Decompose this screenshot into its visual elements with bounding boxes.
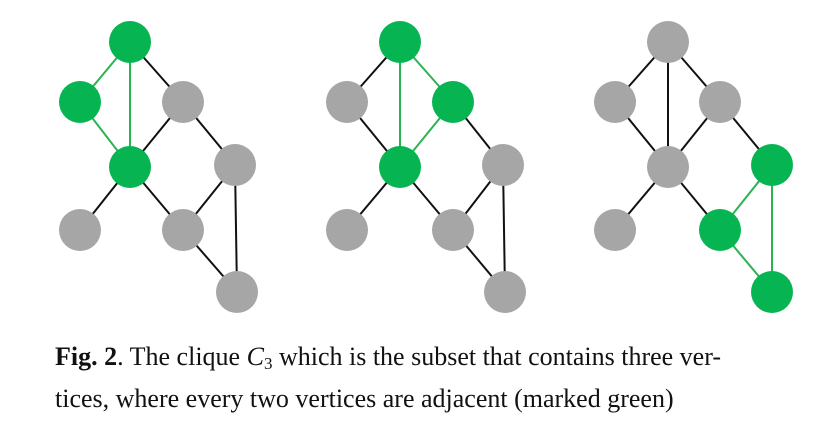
node-e-clique — [751, 144, 793, 186]
node-e — [482, 144, 524, 186]
node-a-clique — [379, 21, 421, 63]
node-a — [647, 21, 689, 63]
node-h-clique — [751, 271, 793, 313]
clique-graphs — [59, 21, 793, 313]
caption-figure-label: Fig. 2 — [55, 342, 118, 371]
caption-text-before: . The clique — [117, 342, 247, 371]
node-f — [594, 209, 636, 251]
node-d-clique — [379, 146, 421, 188]
caption-text-line1-end: which is the subset that contains three … — [272, 342, 722, 371]
node-d-clique — [109, 146, 151, 188]
graph-3 — [594, 21, 793, 313]
node-f — [59, 209, 101, 251]
node-g — [162, 209, 204, 251]
caption-line-1: Fig. 2. The clique C3 which is the subse… — [55, 336, 815, 378]
node-f — [326, 209, 368, 251]
node-h — [216, 271, 258, 313]
caption-math-subscript: 3 — [263, 354, 273, 373]
node-b — [594, 81, 636, 123]
node-a-clique — [109, 21, 151, 63]
node-c — [162, 81, 204, 123]
caption-math-symbol: C — [246, 342, 264, 371]
node-c-clique — [432, 81, 474, 123]
node-d — [647, 146, 689, 188]
node-e — [214, 144, 256, 186]
node-g — [432, 209, 474, 251]
caption-line-2: tices, where every two vertices are adja… — [55, 384, 674, 413]
edge-e-h — [234, 164, 238, 293]
node-b-clique — [59, 81, 101, 123]
graph-1 — [59, 21, 258, 313]
graph-2 — [326, 21, 526, 313]
figure-caption: Fig. 2. The clique C3 which is the subse… — [55, 336, 815, 420]
node-c — [699, 81, 741, 123]
edge-e-h — [502, 164, 506, 293]
node-g-clique — [699, 209, 741, 251]
node-b — [326, 81, 368, 123]
node-h — [484, 271, 526, 313]
